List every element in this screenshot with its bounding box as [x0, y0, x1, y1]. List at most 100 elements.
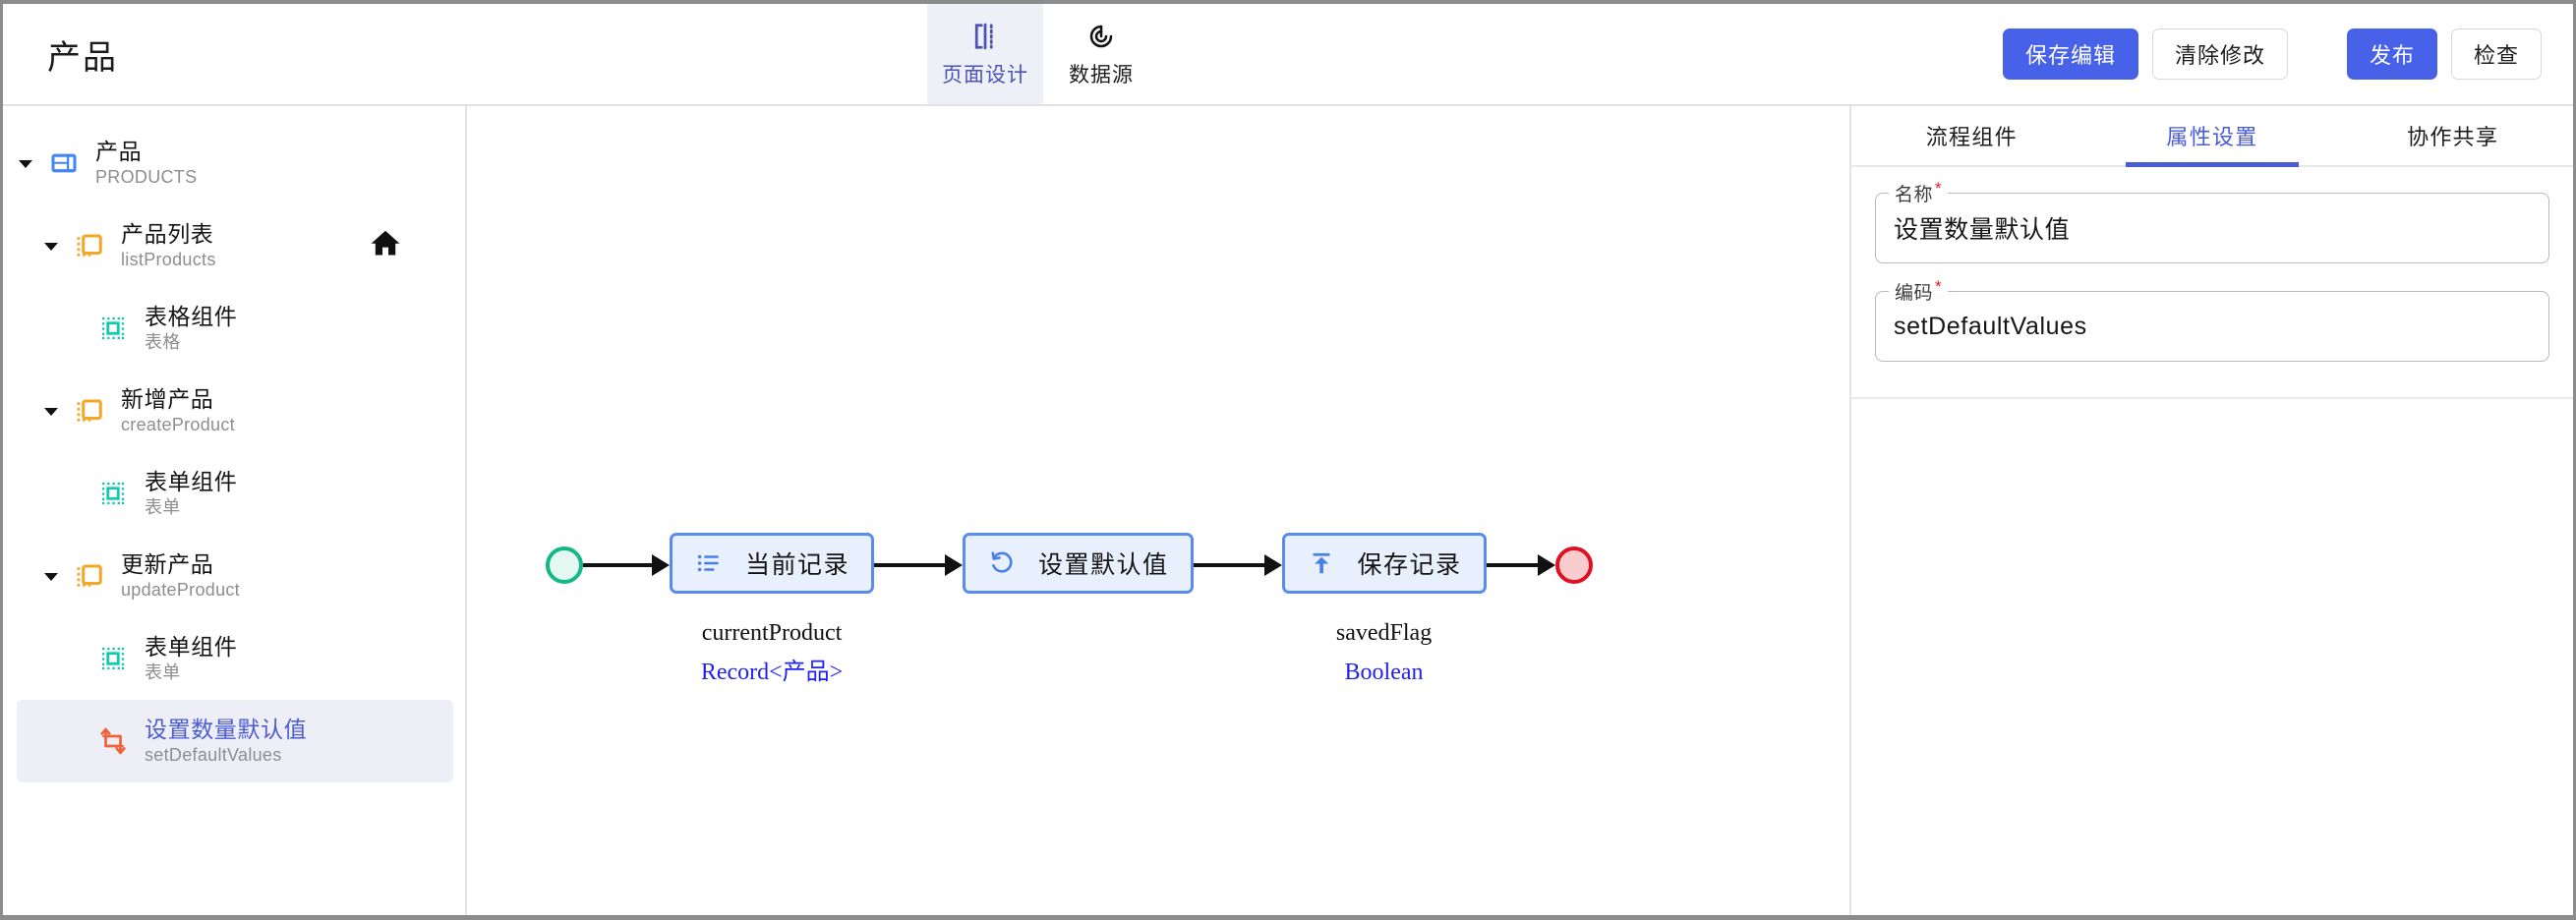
tree-item-text: 表格组件 表格 — [145, 304, 237, 353]
flow-node-meta: currentProduct Record<产品> — [701, 615, 843, 690]
code-label-text: 编码 — [1895, 283, 1934, 304]
tree-item-code: PRODUCTS — [95, 167, 198, 188]
properties-form: 设置数量默认值 名称 * setDefaultValues 编码 * — [1851, 167, 2573, 389]
tree-item-text: 更新产品 updateProduct — [121, 551, 240, 601]
component-icon — [91, 472, 135, 515]
panel-divider — [1851, 397, 2573, 399]
connector-node3-to-end — [1486, 543, 1555, 588]
code-input-label: 编码 * — [1889, 277, 1949, 305]
tree-item-text: 设置数量默认值 setDefaultValues — [145, 717, 307, 766]
name-input-value: 设置数量默认值 — [1894, 216, 2071, 244]
flow-canvas[interactable]: 当前记录 currentProduct Record<产品> — [467, 106, 1849, 915]
tree-item-list-products[interactable]: 产品列表 listProducts — [3, 204, 465, 287]
check-button[interactable]: 检查 — [2450, 29, 2542, 80]
field-code: setDefaultValues 编码 * — [1875, 278, 2549, 362]
header-actions: 保存编辑 清除修改 发布 检查 — [2002, 4, 2542, 104]
tree-item-name: 表单组件 — [145, 469, 238, 495]
list-icon — [694, 550, 724, 576]
tab-page-design[interactable]: 页面设计 — [927, 4, 1043, 104]
tab-page-design-label: 页面设计 — [942, 64, 1028, 86]
properties-panel-tabs: 流程组件 属性设置 协作共享 — [1851, 106, 2573, 167]
code-input[interactable]: setDefaultValues — [1875, 291, 2549, 362]
flow-node-meta-type: Record<产品> — [700, 660, 844, 685]
flow-node-label: 设置默认值 — [1038, 551, 1169, 579]
flow-node-save-record[interactable]: 保存记录 — [1281, 533, 1487, 594]
connector-start-to-node1 — [583, 543, 670, 588]
save-edit-button[interactable]: 保存编辑 — [2002, 29, 2138, 80]
tree-item-code: 表单 — [145, 662, 181, 683]
flow-node-meta: savedFlag Boolean — [1336, 615, 1432, 690]
flow-node-label: 当前记录 — [745, 551, 850, 579]
chevron-down-icon[interactable] — [34, 400, 68, 422]
flow-node-current-record-wrap: 当前记录 currentProduct Record<产品> — [670, 519, 875, 690]
clear-changes-button[interactable]: 清除修改 — [2151, 29, 2288, 80]
upload-icon — [1307, 550, 1336, 576]
tree-item-name: 更新产品 — [121, 551, 214, 578]
tab-data-source[interactable]: 数据源 — [1043, 4, 1159, 104]
tree-item-code: setDefaultValues — [145, 745, 282, 766]
tree-item-code: updateProduct — [121, 580, 240, 601]
tab-flow-components[interactable]: 流程组件 — [1925, 125, 2018, 149]
tree-item-text: 新增产品 createProduct — [121, 386, 235, 435]
tree-item-products[interactable]: 产品 PRODUCTS — [3, 122, 465, 204]
page-icon — [68, 224, 111, 267]
chevron-down-icon[interactable] — [34, 565, 68, 587]
start-circle[interactable] — [546, 546, 583, 584]
tree-item-name: 产品列表 — [121, 221, 214, 248]
flow-node-meta-type: Boolean — [1344, 660, 1424, 685]
tree-item-name: 产品 — [95, 139, 143, 165]
page-icon — [68, 554, 111, 598]
tree-item-update-product[interactable]: 更新产品 updateProduct — [3, 535, 465, 617]
required-asterisk: * — [1935, 277, 1943, 296]
field-name: 设置数量默认值 名称 * — [1875, 180, 2549, 263]
tree-item-code: listProducts — [121, 250, 216, 270]
chevron-down-icon[interactable] — [34, 235, 68, 257]
tree-item-name: 表单组件 — [145, 634, 238, 661]
tree-item-name: 新增产品 — [121, 386, 214, 413]
tree-item-text: 产品列表 listProducts — [121, 221, 216, 270]
properties-panel: 流程组件 属性设置 协作共享 设置数量默认值 名称 * setDefault — [1849, 106, 2573, 915]
app-body: 产品 PRODUCTS — [3, 106, 2573, 915]
flow-node-set-default[interactable]: 设置默认值 — [963, 533, 1194, 594]
flow-node-label: 保存记录 — [1357, 551, 1462, 579]
connector-node2-to-node3 — [1193, 543, 1282, 588]
home-icon[interactable] — [369, 227, 402, 265]
tree-item-create-product[interactable]: 新增产品 createProduct — [3, 370, 465, 452]
header-tabs: 页面设计 数据源 — [927, 4, 1159, 104]
tab-collaboration-sharing[interactable]: 协作共享 — [2407, 125, 2499, 149]
tree-item-code: createProduct — [121, 415, 235, 435]
name-label-text: 名称 — [1895, 185, 1934, 205]
tree-item-code: 表格 — [145, 332, 181, 353]
tree-item-set-default-values[interactable]: 设置数量默认值 setDefaultValues — [17, 700, 453, 782]
page-icon — [68, 389, 111, 432]
tree-item-text: 表单组件 表单 — [145, 469, 237, 518]
connector-node1-to-node2 — [874, 543, 964, 588]
flow-node-meta-name: savedFlag — [1335, 620, 1433, 646]
required-asterisk: * — [1935, 179, 1943, 198]
flow-node-meta-name: currentProduct — [701, 620, 843, 646]
layout-icon — [42, 142, 86, 185]
end-circle[interactable] — [1554, 546, 1593, 584]
tree-item-text: 产品 PRODUCTS — [95, 139, 197, 188]
tree-item-form-component[interactable]: 表单组件 表单 — [3, 452, 465, 535]
chevron-down-icon[interactable] — [9, 152, 42, 174]
tree-item-name: 设置数量默认值 — [145, 717, 308, 743]
code-input-value: setDefaultValues — [1894, 312, 2087, 340]
component-icon — [91, 637, 135, 680]
flow-icon — [91, 719, 135, 763]
tree-item-text: 表单组件 表单 — [145, 634, 237, 683]
name-input-label: 名称 * — [1889, 179, 1949, 206]
app-header: 产品 页面设计 — [3, 4, 2573, 106]
rotate-ccw-icon — [987, 550, 1017, 577]
tree-item-form-component-2[interactable]: 表单组件 表单 — [3, 617, 465, 700]
name-input[interactable]: 设置数量默认值 — [1875, 193, 2549, 263]
tab-property-settings[interactable]: 属性设置 — [2092, 106, 2333, 167]
flow-node-save-record-wrap: 保存记录 savedFlag Boolean — [1281, 519, 1487, 690]
publish-button[interactable]: 发布 — [2346, 29, 2437, 80]
flow-node-current-record[interactable]: 当前记录 — [670, 533, 875, 594]
component-icon — [91, 307, 135, 350]
tree-item-table-component[interactable]: 表格组件 表格 — [3, 287, 465, 370]
data-source-icon — [1086, 20, 1116, 53]
component-tree-sidebar[interactable]: 产品 PRODUCTS — [3, 106, 467, 915]
